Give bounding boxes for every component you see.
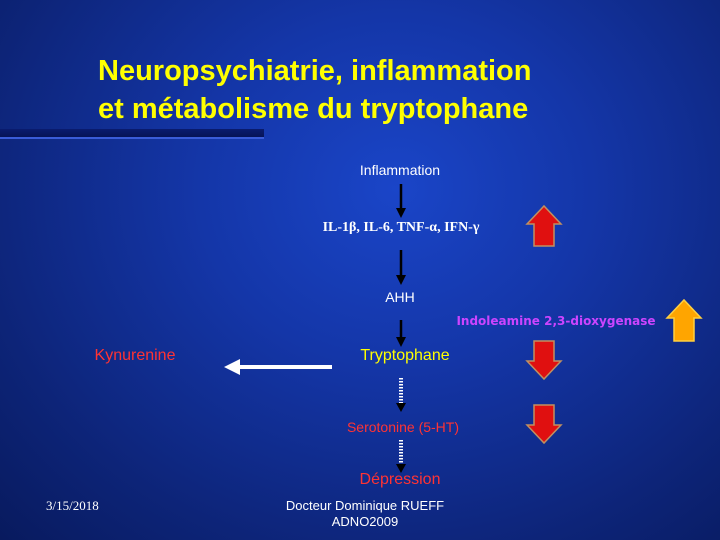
title-line-2: et métabolisme du tryptophane <box>98 93 529 125</box>
red-up-arrow-icon <box>525 204 563 247</box>
dotted-arrow-serotonine-to-depression <box>396 440 406 473</box>
arrow-ahh-to-tryptophane <box>396 320 406 347</box>
inflammation-label: Inflammation <box>359 162 441 178</box>
title-underline-bar <box>0 129 264 137</box>
title-line-1: Neuropsychiatrie, inflammation <box>98 55 532 87</box>
slide-author: Docteur Dominique RUEFF ADNO2009 <box>265 498 465 530</box>
slide-title: Neuropsychiatrie, inflammation et métabo… <box>98 52 698 128</box>
depression-label: Dépression <box>359 471 441 488</box>
ahh-label: AHH <box>385 289 415 305</box>
red-down-arrow-tryptophane-icon <box>525 340 563 381</box>
arrow-inflammation-to-cytokines <box>396 184 406 218</box>
title-underline-accent <box>0 137 264 139</box>
author-event: ADNO2009 <box>331 514 399 529</box>
serotonine-label: Serotonine (5-HT) <box>346 419 460 435</box>
arrow-cytokines-to-ahh <box>396 250 406 285</box>
dotted-arrow-tryptophane-to-serotonine <box>396 378 406 412</box>
enzyme-label: Indoleamine 2,3-dioxygenase <box>456 314 656 328</box>
slide-date: 3/15/2018 <box>46 498 99 513</box>
orange-up-arrow-icon <box>665 298 703 342</box>
cytokines-label: IL-1β, IL-6, TNF-α, IFN-γ <box>322 220 480 235</box>
kynurenine-label: Kynurenine <box>94 347 176 364</box>
arrow-tryptophane-to-kynurenine <box>224 359 332 375</box>
tryptophane-label: Tryptophane <box>360 347 450 364</box>
red-down-arrow-serotonine-icon <box>525 404 563 445</box>
author-name: Docteur Dominique RUEFF <box>285 498 445 513</box>
